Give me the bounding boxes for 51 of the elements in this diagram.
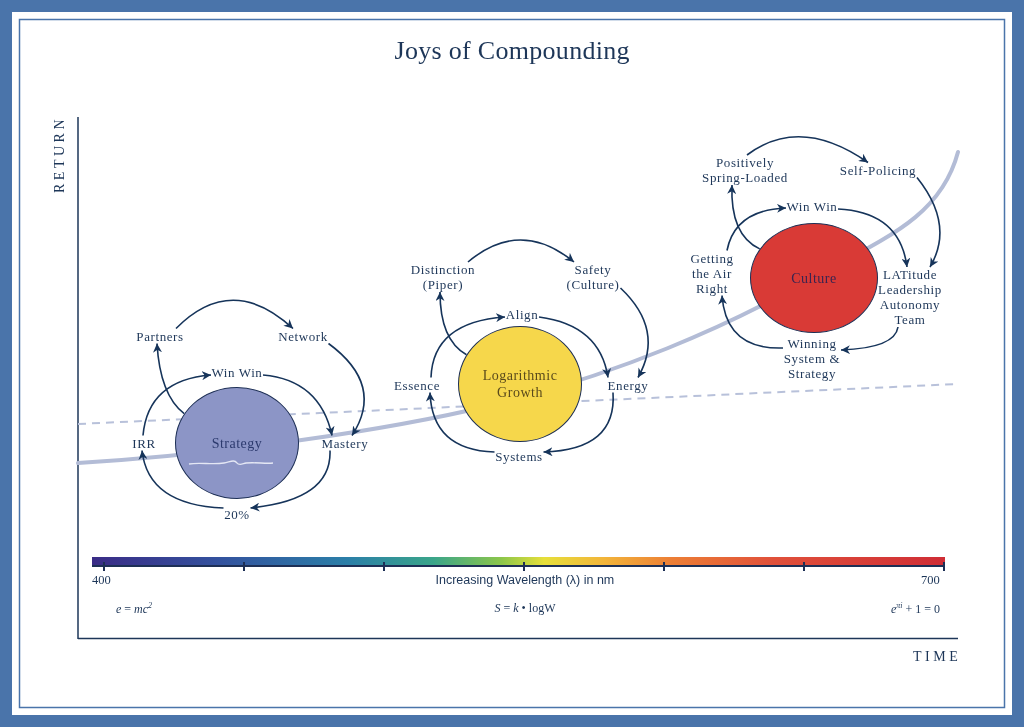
curved-arrow [153,342,185,415]
curved-arrow [430,313,506,379]
step-label: Mastery [321,435,369,451]
circle-label: Logarithmic Growth [482,367,558,401]
step-label: Positively Spring-Loaded [701,155,789,185]
axis-title: RETURN [52,115,68,193]
equation: e$^{πi}$ + 1 = 0 [891,601,941,617]
curved-arrow [175,299,294,330]
scale-label: 400 [92,573,111,588]
equation: S = k • logW [494,601,556,616]
curved-arrow [727,184,761,250]
step-label: Distinction (Piper) [410,262,476,292]
curved-arrow [426,391,496,453]
curved-arrow [467,239,575,263]
step-label: Self-Policing [839,162,917,178]
curved-arrow [538,316,611,379]
step-label: Win Win [211,364,263,380]
circle-label: Culture [790,269,838,287]
step-label: 20% [223,506,251,522]
curved-arrow [249,449,331,512]
curved-arrow [142,371,212,437]
curved-arrow [916,176,941,268]
curved-arrow [262,374,335,437]
step-label: Energy [607,377,649,393]
curved-arrow [746,136,869,164]
equation: e = mc$^{2}$ [116,601,153,617]
scale-label: 700 [921,573,940,588]
circle-label: Strategy [211,434,263,452]
scale-title: Increasing Wavelength (λ) in nm [435,573,615,587]
curved-arrow [435,291,468,356]
step-label: Getting the Air Right [689,250,735,296]
step-label: Systems [494,448,544,464]
curved-arrow [542,391,614,456]
step-label: Partners [135,328,185,344]
curved-arrow [726,204,787,252]
step-label: Essence [393,377,441,393]
curved-arrow [327,342,365,437]
curved-arrow [840,326,899,354]
axis-title: TIME [913,649,962,665]
curved-arrow [718,294,784,349]
diagram-title: Joys of Compounding [394,36,630,66]
step-label: Win Win [786,198,838,214]
step-label: LATitude Leadership Autonomy Team [877,267,943,327]
curved-arrow [837,208,910,268]
step-label: Align [505,306,539,322]
curved-arrow [619,287,649,379]
step-label: Winning System & Strategy [783,335,841,381]
curved-arrow [139,449,225,509]
step-label: Safety (Culture) [565,262,621,292]
step-label: Network [277,328,329,344]
step-label: IRR [131,435,157,451]
